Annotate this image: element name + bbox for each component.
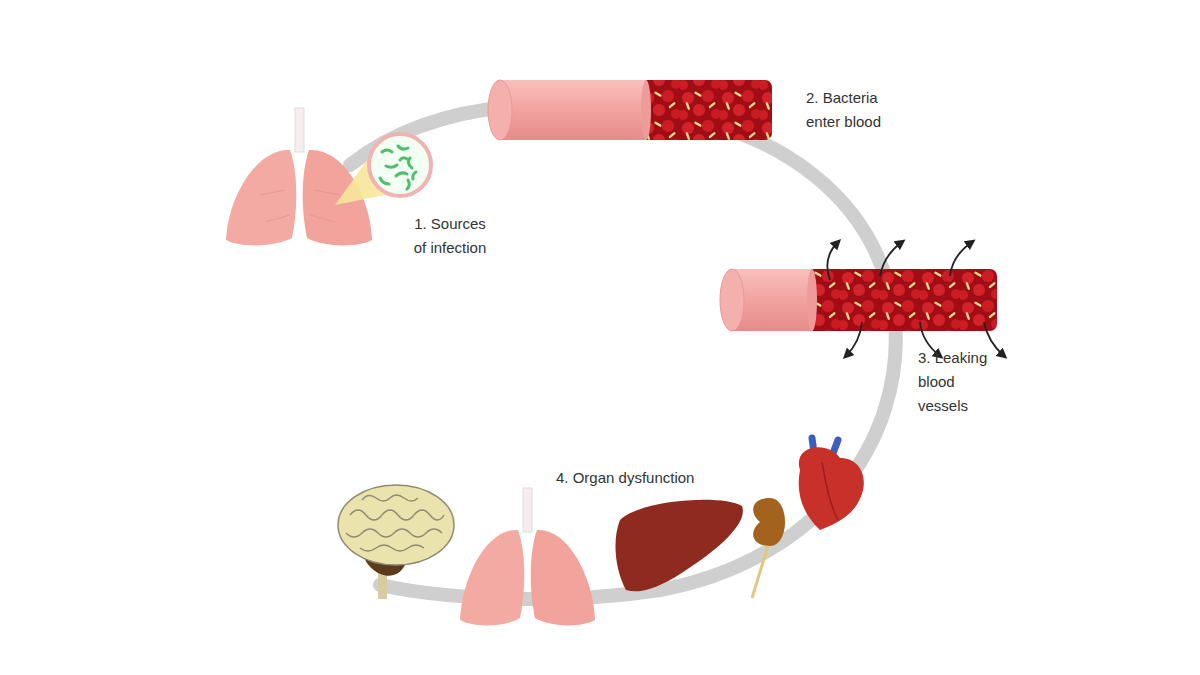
bacterium (396, 173, 407, 176)
leaking-vessel (720, 242, 1004, 356)
lungs (460, 488, 595, 625)
gyri (346, 495, 444, 551)
vessel-cut (807, 269, 817, 331)
kidney (752, 498, 785, 598)
bacterium (413, 172, 416, 179)
vessel-end (720, 269, 744, 331)
leak-arrows (827, 242, 1004, 356)
bacterium (408, 158, 412, 168)
bacterium (386, 165, 397, 167)
cerebrum (338, 485, 454, 565)
ureter (752, 546, 768, 598)
heart (799, 438, 864, 530)
stage-label: 2. Bacteria enter blood (806, 86, 886, 134)
vessel-cut (641, 80, 651, 140)
heart-body (799, 447, 864, 530)
lungs-source (226, 108, 431, 245)
zoom-circle (369, 134, 431, 196)
left-lung (226, 150, 296, 245)
trachea (295, 108, 304, 152)
vessel-wall (500, 80, 646, 140)
leak-arrow (846, 322, 862, 356)
brain (338, 485, 454, 599)
blood-vessel (488, 80, 772, 140)
right-lung (531, 530, 595, 625)
vessel-end (488, 80, 512, 140)
leak-arrow (950, 242, 972, 276)
blood-content (805, 269, 997, 331)
left-lung (460, 530, 524, 625)
bacterium (380, 178, 389, 184)
liver (615, 500, 742, 591)
bacterium (400, 158, 407, 160)
kidney-body (753, 498, 785, 546)
organs (338, 438, 864, 625)
stage-label: 4. Organ dysfunction (556, 466, 786, 490)
bacterium (398, 146, 408, 149)
leak-arrow (827, 242, 838, 280)
stage-label: 3. Leaking blood vessels (918, 346, 990, 418)
trachea (523, 488, 532, 532)
lung-fissure (260, 190, 340, 222)
stage-label: 1. Sources of infection (410, 212, 490, 260)
heart-groove (822, 462, 838, 520)
leak-arrow (880, 242, 902, 276)
bacterium (382, 150, 392, 152)
bacterium (407, 180, 409, 189)
blood-content (640, 80, 772, 140)
bacteria-cluster (380, 146, 416, 189)
